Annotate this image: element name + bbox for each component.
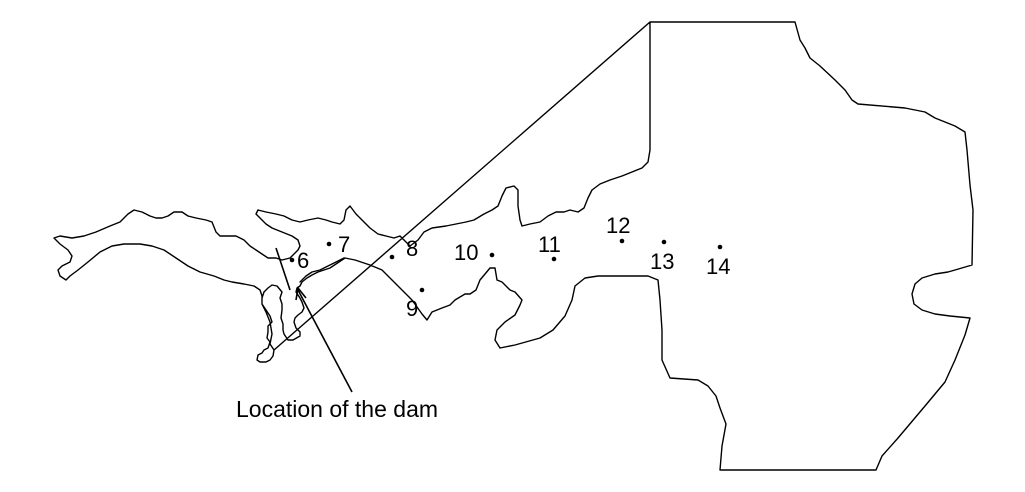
station-9-dot [419,287,425,293]
station-13-dot [661,239,667,245]
station-11-dot [551,256,557,262]
dam-marker [275,247,291,291]
station-6-dot [289,257,295,263]
station-8-label: 8 [406,236,418,261]
station-12-label: 12 [606,213,630,238]
station-12-dot [619,238,625,244]
dam-pointer-arrowhead [295,286,307,301]
station-13-label: 13 [650,249,674,274]
station-7-label: 7 [338,232,350,257]
station-7-dot [326,241,332,247]
station-6-label: 6 [297,248,309,273]
station-14-label: 14 [706,254,730,279]
station-9-label: 9 [406,296,418,321]
dam-channel-outline [299,257,345,283]
station-10-dot [489,252,495,258]
station-10-label: 10 [454,240,478,265]
station-8-dot [389,254,395,260]
station-11-label: 11 [538,232,561,257]
station-14-dot [717,244,723,250]
dam-pointer-line [297,289,353,393]
dam-location-caption: Location of the dam [236,396,438,422]
reservoir-outline [53,21,974,471]
